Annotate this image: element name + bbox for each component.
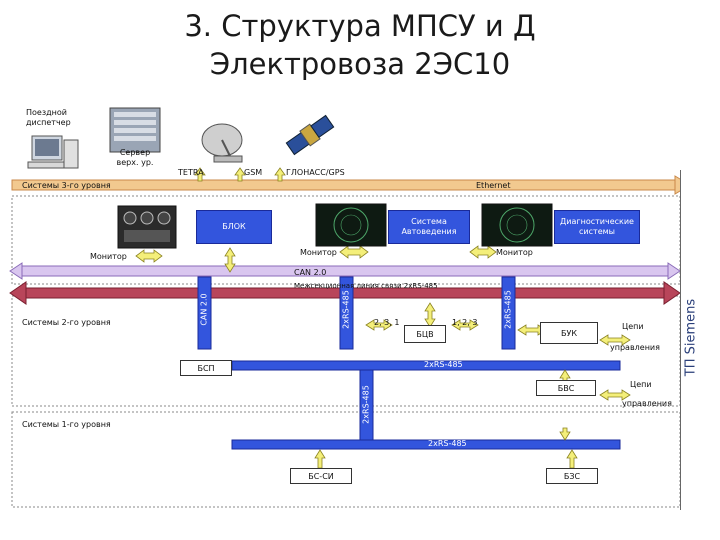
buk-box: БУК <box>540 322 598 344</box>
blok-box: БЛОК <box>196 210 272 244</box>
siemens-side-panel: ТП Siemens <box>680 170 703 510</box>
level1-frame <box>11 411 681 508</box>
dispatcher-computer-icon <box>27 135 79 169</box>
code-label-2: 1, 2, 3 <box>452 318 478 327</box>
control-circuits-label-1b: управления <box>610 343 660 352</box>
bzs-box: БЗС <box>546 468 598 484</box>
bssi-box: БС-СИ <box>290 468 352 484</box>
control-circuits-label-1a: Цепи <box>622 322 644 331</box>
rs485-bus-1-label: 2хRS-485 <box>424 360 463 369</box>
can-vertical-label: CAN 2.0 <box>199 293 209 326</box>
cab-panel-icon <box>117 205 177 249</box>
rs485-bus-2 <box>231 439 621 450</box>
monitor-label-3: Монитор <box>496 248 533 257</box>
satellite-icon <box>285 114 335 156</box>
can-arrow-right <box>667 262 681 280</box>
server-label: Сервер верх. ур. <box>116 148 154 167</box>
rs485-vertical-label-1: 2хRS-485 <box>341 290 351 329</box>
autodriving-display-icon <box>315 203 387 247</box>
control-circuits-label-2b: управления <box>622 399 672 408</box>
can-vertical-bar <box>197 276 212 350</box>
can-bus <box>19 265 671 277</box>
server-icon <box>109 107 161 153</box>
level1-label: Системы 1-го уровня <box>22 420 111 429</box>
rs485-bus-1 <box>231 360 621 371</box>
rs485-vertical-bar-1 <box>339 276 354 350</box>
rs485-bus-2-label: 2хRS-485 <box>428 439 467 448</box>
diagnostics-box: Диагностические системы <box>554 210 640 244</box>
rs485-vertical-label-3: 2хRS-485 <box>503 290 513 329</box>
tetra-label: TETRA <box>178 168 204 177</box>
rs485-vertical-bar-3 <box>501 276 516 350</box>
intersection-arrow-right <box>663 281 681 305</box>
siemens-label: ТП Siemens <box>683 298 699 377</box>
intersection-arrow-left <box>9 281 27 305</box>
dispatcher-label: Поездной диспетчер <box>26 108 71 127</box>
control-circuits-label-2a: Цепи <box>630 380 652 389</box>
gsm-label: GSM <box>244 168 263 177</box>
ethernet-bus <box>11 179 681 191</box>
level2-label: Системы 2-го уровня <box>22 318 111 327</box>
rs485-vertical-label-2: 2хRS-485 <box>361 385 371 424</box>
ethernet-label: Ethernet <box>476 181 511 190</box>
title-line-2: Электровоза 2ЭС10 <box>209 47 511 81</box>
can-arrow-left <box>9 262 23 280</box>
monitor-label-2: Монитор <box>300 248 337 257</box>
bsp-box: БСП <box>180 360 232 376</box>
monitor-label-1: Монитор <box>90 252 127 261</box>
connector-arrows <box>135 167 631 469</box>
bcv-box: БЦВ <box>404 325 446 343</box>
code-label-1: 2, 3, 1 <box>374 318 400 327</box>
title-line-1: 3. Структура МПСУ и Д <box>184 9 536 43</box>
diagnostics-display-icon <box>481 203 553 247</box>
level3-label: Системы 3-го уровня <box>22 181 111 190</box>
autodriving-box: Система Автоведения <box>388 210 470 244</box>
intersection-label: Межсекционная линия связи 2хRS-485 <box>294 282 438 290</box>
satellite-dish-icon <box>201 123 243 163</box>
can-top-label: CAN 2.0 <box>294 268 327 277</box>
bvs-box: БВС <box>536 380 596 396</box>
rs485-vertical-bar-2 <box>359 369 374 441</box>
glonass-label: ГЛОНАСС/GPS <box>286 168 345 177</box>
